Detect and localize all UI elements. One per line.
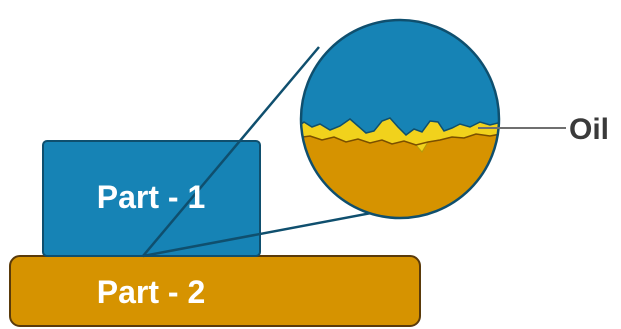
part-1-label: Part - 1	[97, 179, 205, 215]
part-1-block	[42, 140, 261, 257]
lower-surface-edge	[301, 132, 499, 146]
magnifier-circle	[299, 18, 501, 220]
part-2-block	[9, 255, 421, 327]
upper-surface-edge	[301, 117, 499, 136]
zoom-line-upper	[142, 46, 320, 257]
part-2-label: Part - 2	[97, 274, 205, 310]
oil-label: Oil	[569, 113, 609, 146]
lower-surface-rough	[301, 133, 499, 218]
